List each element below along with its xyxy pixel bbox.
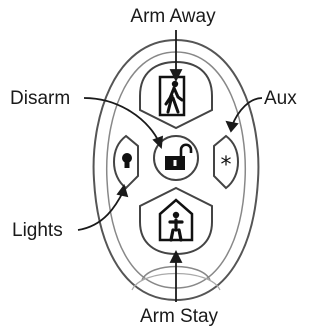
disarm-label: Disarm — [10, 88, 70, 110]
asterisk-icon: * — [221, 153, 232, 178]
arm-stay-label: Arm Stay — [114, 306, 244, 328]
aux-label: Aux — [264, 88, 297, 110]
aux-button[interactable]: * — [214, 136, 238, 188]
lights-label: Lights — [12, 220, 63, 242]
lights-button[interactable] — [114, 136, 138, 188]
arm-away-label: Arm Away — [108, 6, 238, 28]
